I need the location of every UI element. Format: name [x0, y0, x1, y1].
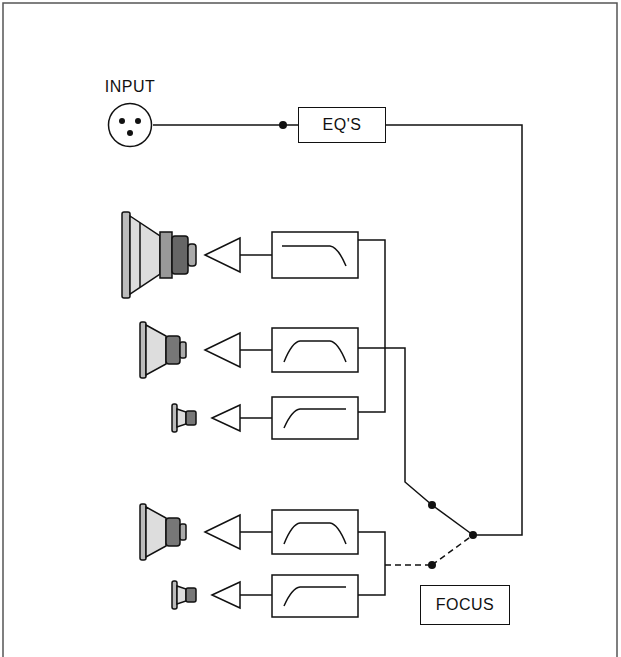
box-label: EQ'S — [323, 116, 362, 134]
tweeter-driver — [172, 404, 196, 432]
midrange-driver — [140, 504, 186, 560]
xlr-socket — [107, 102, 153, 148]
input-connector: INPUT — [107, 102, 153, 148]
box-label: FOCUS — [436, 596, 495, 614]
frame — [3, 3, 617, 657]
signal-line — [153, 124, 298, 126]
junction-dot — [279, 121, 287, 129]
switch-contacts — [428, 501, 477, 569]
eq-box: EQ'S — [298, 107, 386, 143]
midrange-driver — [140, 322, 186, 378]
tweeter-driver — [172, 581, 196, 609]
port-label: INPUT — [105, 78, 156, 96]
woofer-driver — [122, 212, 196, 298]
filter-blocks — [272, 232, 358, 617]
signal-wires — [240, 125, 522, 595]
focus-box: FOCUS — [420, 585, 510, 625]
amplifier-symbols — [205, 238, 240, 608]
